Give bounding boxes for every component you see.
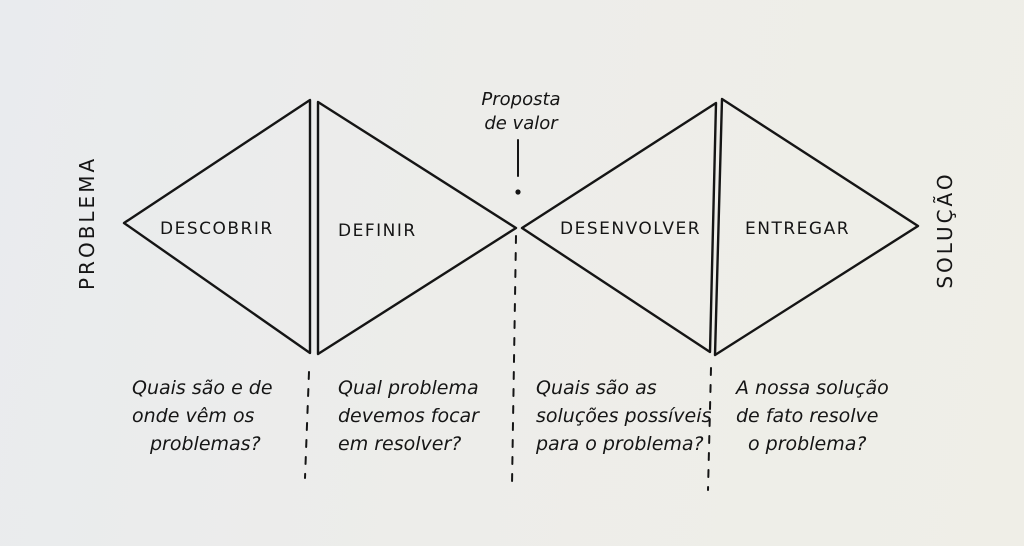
converge-triangle-definir <box>316 100 518 356</box>
separator-dashed-2 <box>511 235 517 486</box>
phase-label-descobrir: DESCOBRIR <box>160 219 274 239</box>
diverge-triangle-descobrir <box>122 98 312 355</box>
value-proposition-line-1: Proposta <box>481 89 561 110</box>
question-entregar: A nossa solução de fato resolve o proble… <box>736 374 889 458</box>
question-line: para o problema? <box>536 433 704 455</box>
question-line: soluções possíveis <box>536 405 712 427</box>
phase-label-desenvolver: DESENVOLVER <box>560 219 702 239</box>
phase-label-definir: DEFINIR <box>338 221 417 241</box>
question-line: problemas? <box>150 433 261 455</box>
separator-dashed-3 <box>707 367 712 491</box>
converge-triangle-entregar <box>713 97 920 357</box>
question-line: de fato resolve <box>736 405 879 427</box>
question-line: o problema? <box>748 433 867 455</box>
question-desenvolver: Quais são as soluções possíveis para o p… <box>536 374 711 458</box>
question-line: A nossa solução <box>736 377 889 399</box>
separator-dashed-1 <box>304 371 310 479</box>
question-line: em resolver? <box>338 433 462 455</box>
question-line: Quais são e de <box>132 377 273 399</box>
question-line: Qual problema <box>338 377 479 399</box>
question-line: devemos focar <box>338 405 479 427</box>
diverge-triangle-desenvolver <box>520 101 718 354</box>
question-descobrir: Quais são e de onde vêm os problemas? <box>132 374 273 458</box>
problem-label: PROBLEMA <box>75 155 99 290</box>
question-line: onde vêm os <box>132 405 255 427</box>
question-definir: Qual problema devemos focar em resolver? <box>338 374 479 458</box>
value-proposition-label: Proposta de valor <box>466 88 576 136</box>
phase-label-entregar: ENTREGAR <box>745 219 851 239</box>
milestone-marker-dot <box>515 189 521 195</box>
value-proposition-line-2: de valor <box>484 113 558 134</box>
question-line: Quais são as <box>536 377 657 399</box>
solution-label: SOLUÇÃO <box>933 171 957 289</box>
